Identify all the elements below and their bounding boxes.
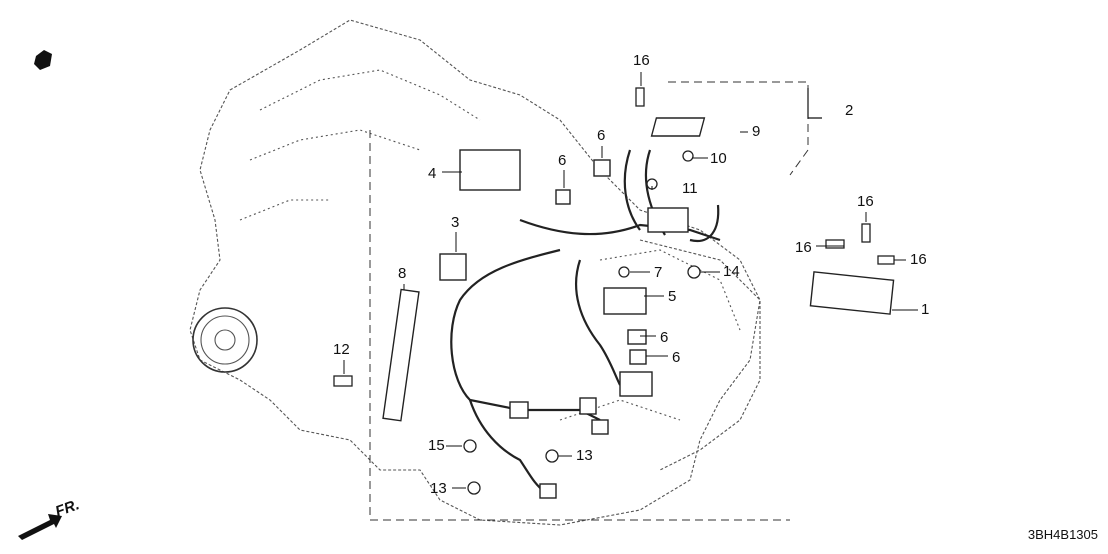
callout-13b: 13 [430, 480, 447, 497]
clip-7 [618, 266, 630, 278]
callout-7: 7 [654, 264, 663, 281]
corner-mark-icon [34, 50, 52, 70]
part-9-cover [650, 117, 706, 137]
callout-9: 9 [752, 123, 761, 140]
callout-6a: 6 [597, 127, 606, 144]
diagram-code: 3BH4B1305 [1027, 527, 1098, 542]
callout-6c: 6 [660, 329, 669, 346]
callout-8: 8 [398, 265, 407, 282]
clip-15 [463, 439, 477, 453]
callout-3: 3 [451, 214, 460, 231]
callout-13a: 13 [576, 447, 593, 464]
callout-5: 5 [668, 288, 677, 305]
callout-12: 12 [333, 341, 350, 358]
bolt-16a [635, 87, 645, 107]
connector-d [579, 397, 597, 415]
part-8-bracket [382, 288, 420, 422]
part-4-bracket [459, 149, 521, 191]
part-1-module [809, 271, 895, 315]
part-5-connector [603, 287, 647, 315]
callout-6b: 6 [558, 152, 567, 169]
engine-block-outline [189, 19, 761, 526]
callout-14: 14 [723, 263, 740, 280]
nut-14 [687, 265, 701, 279]
callout-16b: 16 [857, 193, 874, 210]
callout-16c: 16 [795, 239, 812, 256]
transmission-outline [639, 239, 761, 471]
callout-1: 1 [921, 301, 930, 318]
part-6c-clip [627, 329, 647, 345]
callout-15: 15 [428, 437, 445, 454]
callout-2: 2 [845, 102, 854, 119]
wire-harness [519, 218, 721, 242]
connector-c [509, 401, 529, 419]
connector-b [619, 371, 653, 397]
crank-pulley [192, 307, 258, 373]
clip-13b [467, 481, 481, 495]
callout-6d: 6 [672, 349, 681, 366]
callout-10: 10 [710, 150, 727, 167]
part-6d-clip [629, 349, 647, 365]
bolt-16b [861, 223, 871, 243]
group-boundary [369, 130, 790, 521]
clip-13a [545, 449, 559, 463]
connector-e [539, 483, 557, 499]
bolt-16c [825, 239, 845, 249]
bolt-12 [333, 375, 353, 387]
callout-16d: 16 [910, 251, 927, 268]
callout-11: 11 [682, 180, 698, 197]
callout-16a: 16 [633, 52, 650, 69]
connector-a [647, 207, 689, 233]
connector-f [591, 419, 609, 435]
part-6a-clip [593, 159, 611, 177]
bolt-16d [877, 255, 895, 265]
callout-4: 4 [428, 165, 437, 182]
part-3-sensor [439, 253, 467, 281]
nut-10 [682, 150, 694, 162]
part-6b-clip [555, 189, 571, 205]
front-arrow-icon [18, 514, 62, 540]
